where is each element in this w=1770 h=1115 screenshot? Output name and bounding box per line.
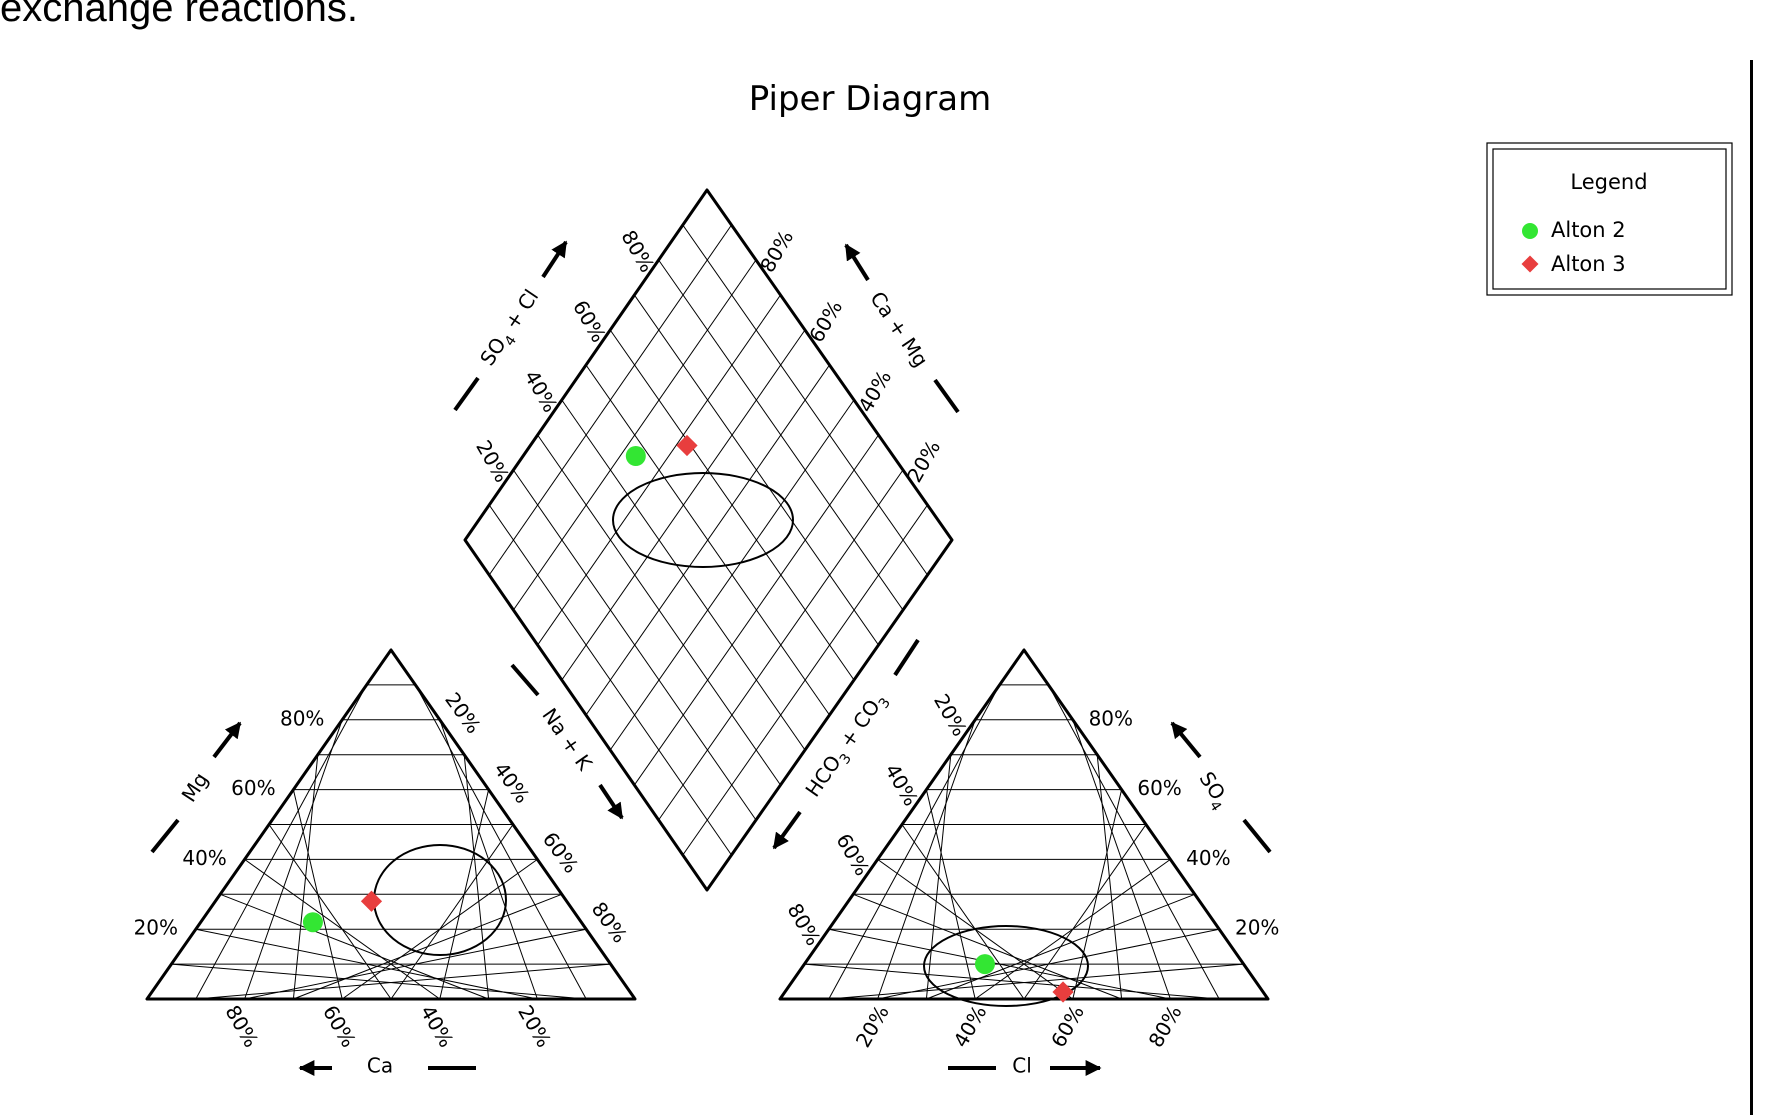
cation-mg-tick-label: 20%: [134, 916, 178, 940]
cation-cluster-ellipse: [373, 844, 507, 956]
cation-triangle-grid-line: [390, 824, 514, 1000]
anion-triangle-grid-line: [1072, 719, 1171, 1000]
diamond-outline: [463, 188, 954, 892]
cation-triangle-grid-line: [220, 893, 489, 1000]
cation-mg-tick-label: 80%: [280, 706, 324, 730]
cl-axis-label: Cl: [1012, 1054, 1032, 1078]
cation-point-alton-3: [360, 890, 383, 912]
diamond-grid-line: [658, 469, 904, 821]
cation-triangle-grid-line: [414, 684, 587, 1000]
cation-point-alton-2: [302, 912, 323, 933]
cation-mg-tick-label: 60%: [231, 776, 275, 800]
anion-cl-tick-label: 40%: [948, 1001, 991, 1051]
diamond-camg-tick-label: 80%: [755, 226, 798, 276]
cation-ca-tick-label: 40%: [416, 1001, 459, 1051]
cation-triangle-grid-line: [463, 754, 490, 1000]
anion-triangle-grid-line: [901, 824, 1025, 1000]
cation-ca-tick-label: 80%: [220, 1001, 263, 1051]
anion-cluster-ellipse: [923, 925, 1089, 1007]
cation-triangle-grid-line: [439, 789, 490, 1000]
anion-cl-tick-label: 20%: [851, 1001, 894, 1051]
anion-triangle-grid-line: [804, 963, 1220, 1000]
cation-triangle-grid-line: [195, 928, 538, 1000]
nak-bar: [510, 663, 540, 697]
diamond-cluster-ellipse: [612, 472, 794, 568]
legend-marker-alton-3: [1521, 255, 1539, 273]
frame-edge-line: [1750, 60, 1753, 1115]
hco3-axis-label: HCO3 + CO3: [800, 687, 894, 804]
anion-triangle-grid-line: [853, 893, 1122, 1000]
diamond-camg-tick-label: 40%: [853, 366, 896, 416]
legend: Legend Alton 2 Alton 3: [1486, 142, 1733, 296]
diamond-camg-tick-label: 20%: [902, 436, 945, 486]
ca-axis-label: Ca: [367, 1054, 393, 1078]
cation-ca-tick-label: 60%: [318, 1001, 361, 1051]
anion-so4-tick-label: 80%: [1089, 706, 1133, 730]
hco3-bar: [893, 638, 920, 677]
cation-ca-tick-label: 20%: [513, 1001, 556, 1051]
diamond-point-alton-2: [625, 446, 646, 466]
cation-triangle-grid-line: [244, 858, 441, 1000]
cation-mg-tick-label: 40%: [182, 846, 226, 870]
diamond-grid-line: [585, 364, 830, 716]
cation-triangle-grid-line: [439, 719, 538, 1000]
anion-triangle-grid-line: [1072, 789, 1123, 1000]
hco3-arrow: [772, 810, 802, 850]
diamond-point-alton-3: [676, 434, 698, 457]
legend-marker-alton-2: [1522, 223, 1538, 239]
anion-so4-tick-label: 40%: [1186, 846, 1230, 870]
mg-arrow: [212, 721, 242, 759]
mg-axis-label: Mg: [177, 768, 213, 806]
diamond-grid-line: [633, 434, 879, 786]
camg-axis-label: Ca + Mg: [865, 287, 933, 371]
anion-triangle-grid-line: [1096, 754, 1123, 1000]
camg-bar: [933, 378, 960, 414]
camg-arrow: [844, 243, 870, 282]
cation-triangle-outline: [145, 648, 637, 1001]
chart-title: Piper Diagram: [749, 79, 991, 119]
anion-triangle-grid-line: [828, 928, 1171, 1000]
legend-label-alton-3: Alton 3: [1551, 252, 1626, 276]
anion-triangle-grid-line: [1047, 684, 1220, 1000]
mg-bar: [150, 818, 180, 854]
diamond-grid-line: [658, 259, 904, 611]
so4-arrow: [1170, 721, 1202, 759]
cation-triangle-grid-line: [171, 963, 587, 1000]
anion-point-alton-2: [974, 954, 995, 975]
anion-point-alton-3: [1052, 981, 1074, 1003]
so4-bar: [1242, 818, 1272, 854]
so4cl-bar: [453, 376, 480, 412]
page-caption: exchange reactions.: [0, 0, 359, 30]
cation-triangle-grid-line: [268, 824, 392, 1000]
legend-label-alton-2: Alton 2: [1551, 218, 1626, 242]
so4cl-arrow: [541, 240, 568, 279]
so4-axis-label: SO4: [1190, 767, 1235, 814]
nak-arrow: [598, 783, 624, 820]
anion-triangle-grid-line: [1023, 824, 1147, 1000]
anion-so4-tick-label: 60%: [1137, 776, 1181, 800]
diamond-grid-line: [682, 224, 928, 576]
nak-axis-label: Na + K: [537, 704, 597, 776]
so4cl-axis-label: SO4 + Cl: [475, 285, 548, 373]
legend-title: Legend: [1570, 170, 1647, 194]
anion-cl-tick-label: 60%: [1046, 1001, 1089, 1051]
diamond-grid-line: [609, 329, 855, 681]
anion-cl-tick-label: 80%: [1144, 1001, 1187, 1051]
anion-triangle-outline: [778, 648, 1270, 1001]
diamond-grid-line: [633, 294, 879, 646]
diamond-grid-line: [609, 399, 855, 751]
anion-so4-tick-label: 20%: [1235, 916, 1279, 940]
diamond-camg-tick-label: 60%: [804, 296, 847, 346]
diamond-grid-line: [682, 504, 928, 856]
